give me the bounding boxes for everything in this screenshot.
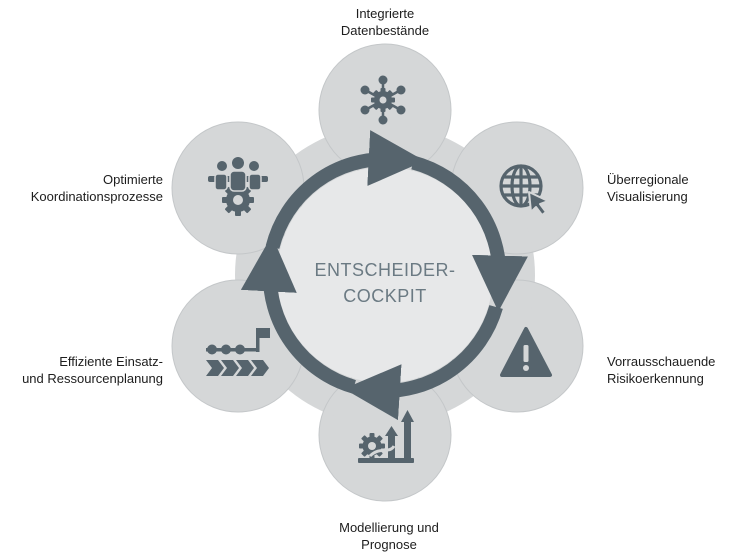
- label-bottom-line-2: Prognose: [361, 537, 417, 552]
- label-top-line-2: Datenbestände: [340, 23, 430, 38]
- label-lower-right-line-2: Risikoerkennung: [607, 371, 704, 386]
- label-lower-left-line-2: und Ressourcenplanung: [22, 371, 163, 386]
- label-upper-right: Überregionale Visualisierung: [607, 171, 735, 205]
- cycle-arrow-3: [343, 304, 503, 421]
- cycle-arrow-4: [240, 235, 357, 394]
- cycle-arrow-1: [265, 130, 425, 249]
- label-lower-left-line-1: Effiziente Einsatz-: [59, 354, 163, 369]
- label-lower-left: Effiziente Einsatz- und Ressourcenplanun…: [0, 353, 163, 387]
- label-upper-right-line-1: Überregionale: [607, 172, 689, 187]
- team-gear-icon: [208, 157, 268, 216]
- warning-triangle-icon: [500, 327, 552, 377]
- cycle-arrows: [240, 130, 528, 421]
- label-upper-right-line-2: Visualisierung: [607, 189, 688, 204]
- cycle-arrow-2: [411, 155, 528, 312]
- network-gear-icon: [360, 75, 406, 125]
- label-upper-left-line-2: Koordinationsprozesse: [30, 189, 163, 204]
- label-upper-left-line-1: Optimierte: [103, 172, 163, 187]
- center-disc: [277, 167, 493, 383]
- globe-cursor-icon: [499, 164, 549, 216]
- label-lower-right: Vorrausschauende Risikoerkennung: [607, 353, 735, 387]
- label-top: Integrierte Datenbestände: [285, 5, 485, 39]
- label-lower-right-line-1: Vorrausschauende: [607, 354, 716, 369]
- label-bottom: Modellierung und Prognose: [289, 519, 489, 553]
- timeline-flag-icon: [206, 328, 270, 376]
- label-upper-left: Optimierte Koordinationsprozesse: [0, 171, 163, 205]
- center-title-line-2: COCKPIT: [343, 286, 427, 306]
- label-top-line-1: Integrierte: [355, 6, 415, 21]
- chart-gear-arrows-icon: [358, 410, 414, 463]
- label-bottom-line-1: Modellierung und: [339, 520, 439, 535]
- center-title-line-1: ENTSCHEIDER-: [314, 260, 455, 280]
